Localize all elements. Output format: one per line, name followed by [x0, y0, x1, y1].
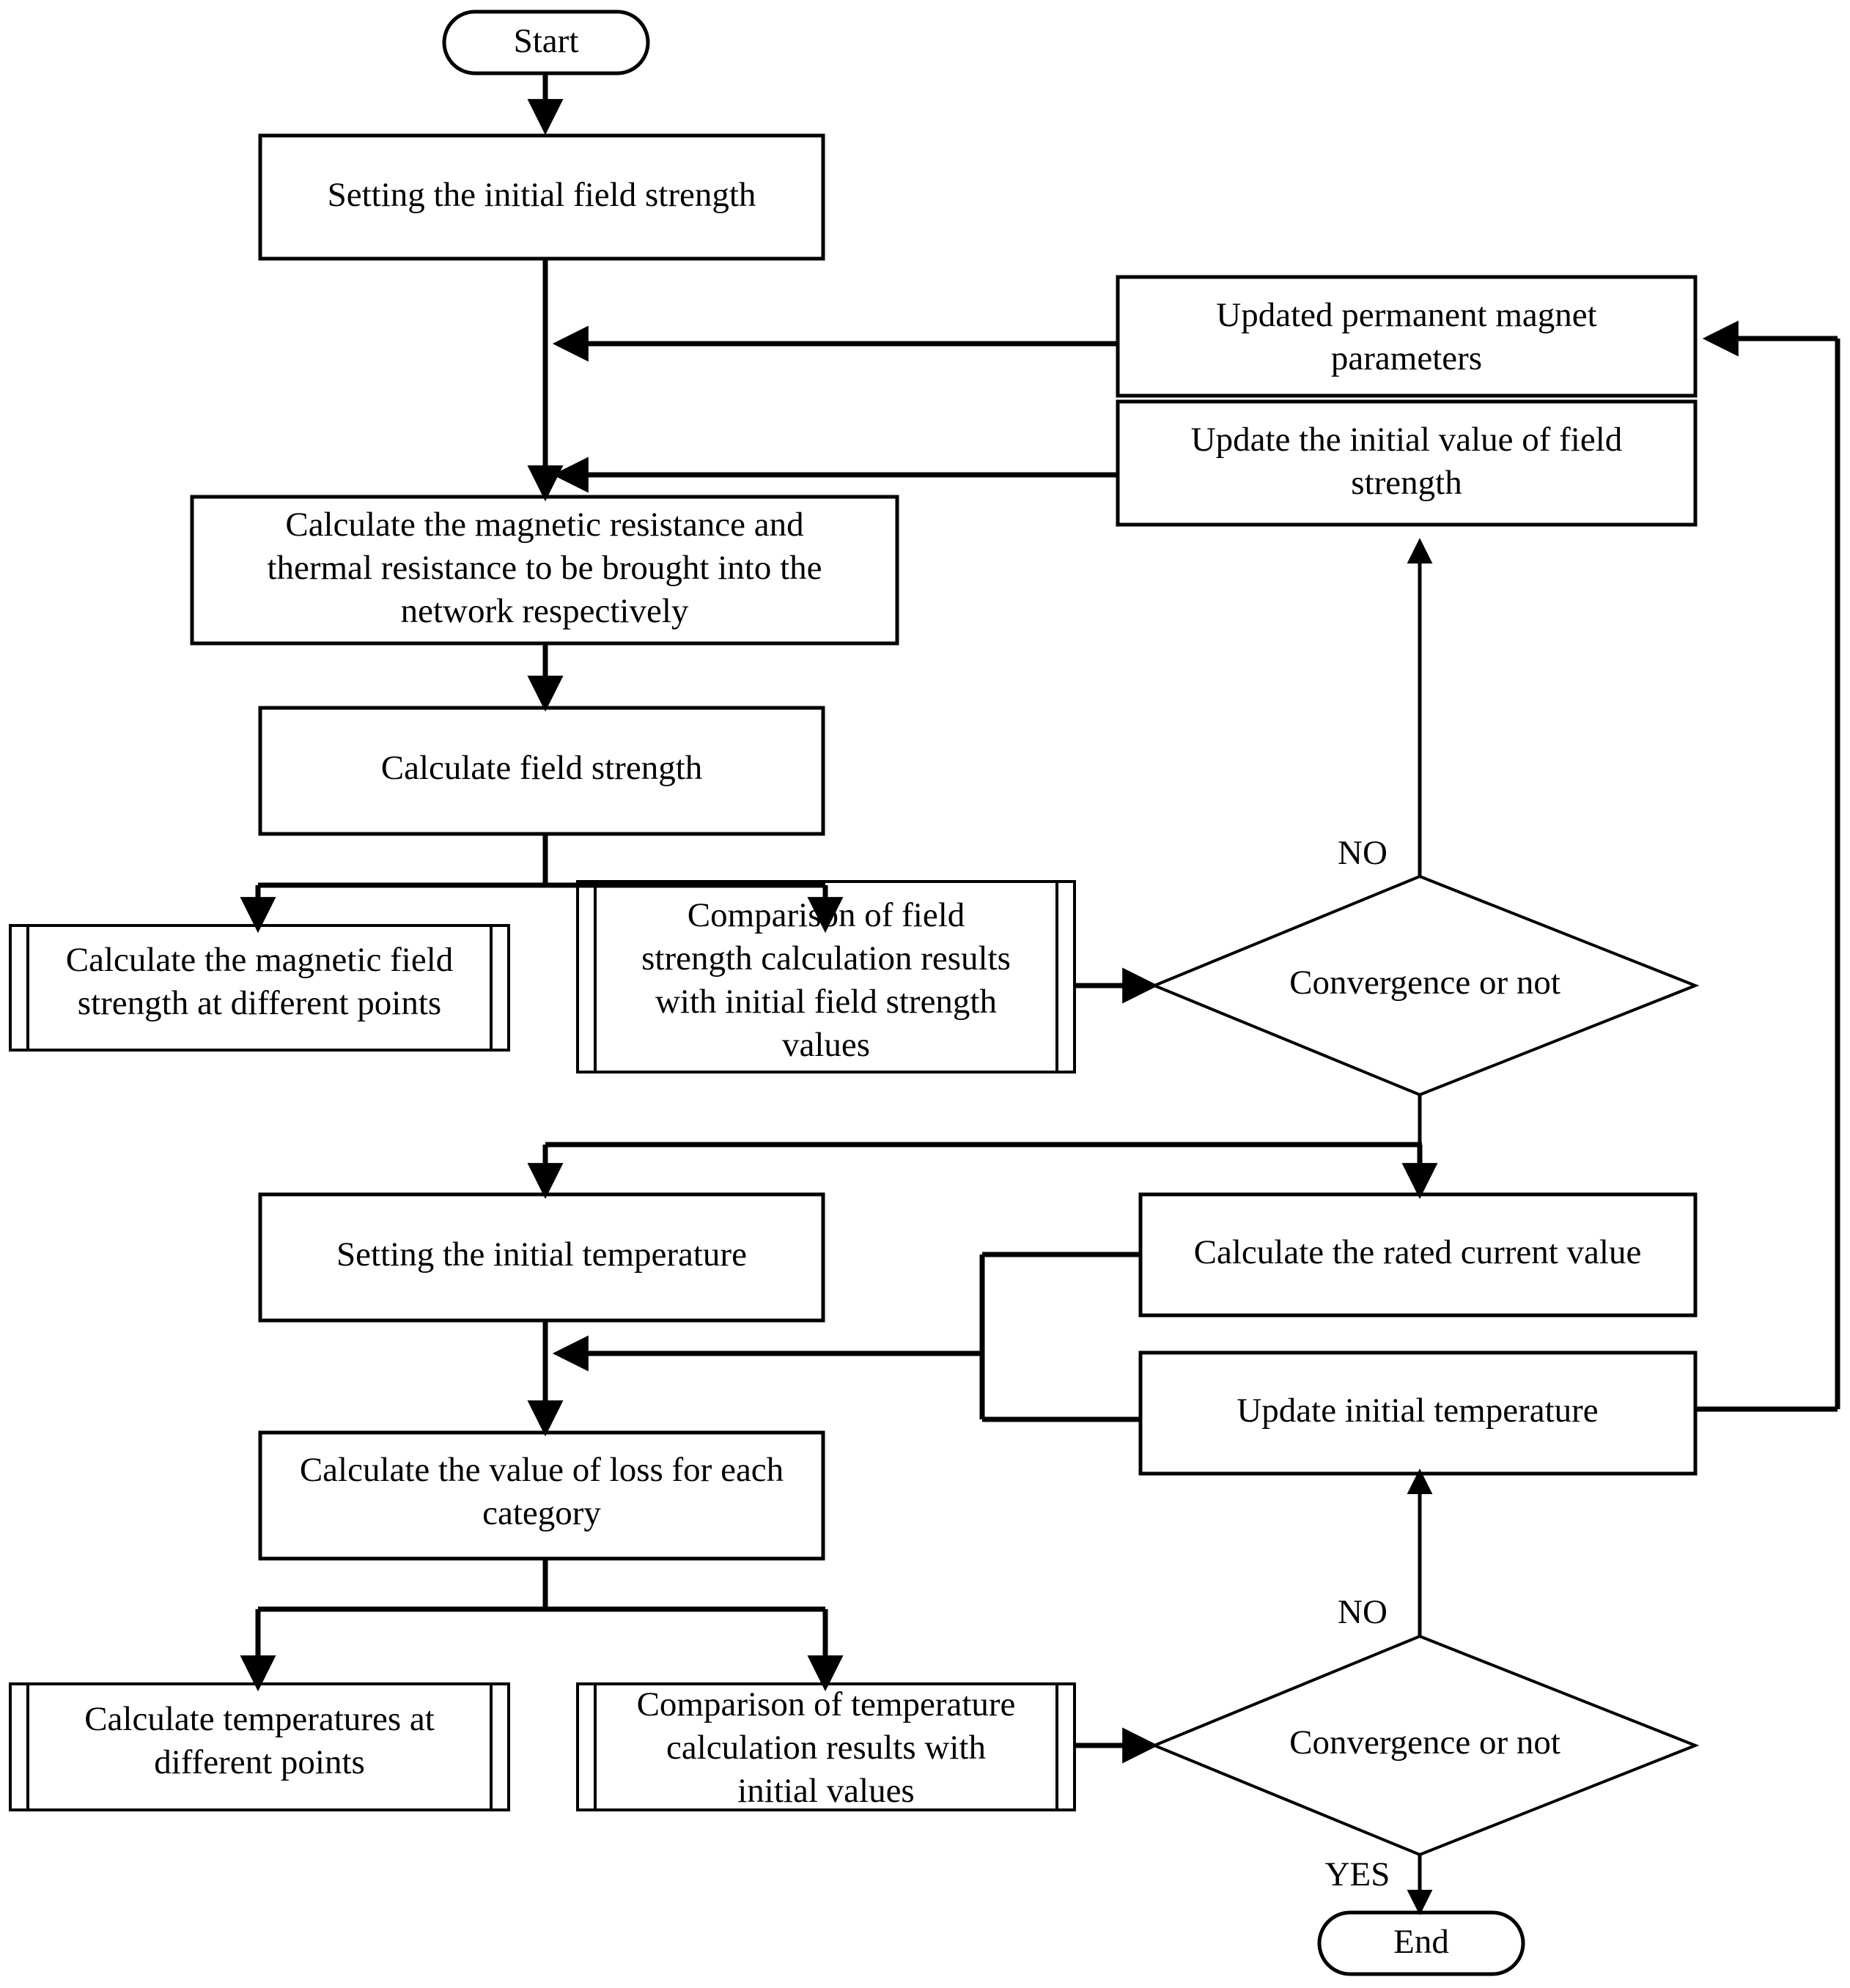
edge-label-field-no: NO: [1338, 834, 1388, 872]
node-updated-pm-params-label-1: Updated permanent magnet: [1216, 296, 1596, 334]
node-end[interactable]: [1317, 1910, 1525, 1976]
node-calc-resistance-label-2: thermal resistance to be brought into th…: [267, 549, 822, 587]
node-calc-resistance-label-3: network respectively: [401, 592, 689, 630]
node-decision-temp[interactable]: [1150, 1634, 1700, 1857]
node-calc-loss-label-1: Calculate the value of loss for each: [300, 1451, 784, 1489]
node-calc-loss-label-2: category: [482, 1494, 601, 1532]
node-update-initial-temp[interactable]: [1138, 1350, 1698, 1476]
node-calc-rated-current-label: Calculate the rated current value: [1194, 1233, 1642, 1271]
node-update-initial-temp-label: Update initial temperature: [1237, 1392, 1598, 1430]
node-calc-field-points-label-1: Calculate the magnetic field: [66, 941, 454, 979]
node-set-initial-field[interactable]: [258, 133, 825, 261]
node-updated-pm-params[interactable]: [1116, 275, 1698, 398]
node-updated-pm-params-label-2: parameters: [1331, 339, 1482, 377]
node-calc-rated-current[interactable]: [1138, 1192, 1698, 1318]
node-update-initial-field-label-2: strength: [1351, 464, 1462, 502]
node-compare-temp-label-2: calculation results with: [666, 1729, 986, 1767]
node-set-initial-temp-label: Setting the initial temperature: [336, 1235, 747, 1274]
node-start[interactable]: [442, 10, 650, 75]
node-compare-field-label-2: strength calculation results: [641, 939, 1011, 978]
node-compare-field-label-1: Comparison of field: [688, 896, 965, 934]
node-calc-resistance[interactable]: [190, 495, 899, 646]
edge-label-temp-no: NO: [1338, 1593, 1388, 1631]
node-calc-field-points[interactable]: [9, 924, 510, 1052]
node-compare-field[interactable]: [576, 880, 1076, 1074]
node-compare-field-label-3: with initial field strength: [655, 983, 997, 1021]
node-calc-temp-points[interactable]: [9, 1682, 510, 1811]
node-set-initial-temp[interactable]: [258, 1192, 825, 1323]
node-calc-field-points-label-2: strength at different points: [78, 984, 441, 1022]
node-calc-loss[interactable]: [258, 1430, 825, 1561]
node-calc-temp-points-label-1: Calculate temperatures at: [84, 1700, 435, 1738]
node-update-initial-field-label-1: Update the initial value of field: [1191, 421, 1623, 459]
node-compare-field-label-4: values: [782, 1026, 870, 1064]
node-decision-temp-label: Convergence or not: [1289, 1723, 1560, 1762]
node-decision-field[interactable]: [1150, 874, 1700, 1097]
edge-label-temp-yes: YES: [1325, 1855, 1390, 1893]
node-compare-temp-label-3: initial values: [737, 1772, 914, 1810]
node-start-label: Start: [514, 22, 579, 60]
node-end-label: End: [1393, 1923, 1449, 1961]
node-set-initial-field-label: Setting the initial field strength: [328, 176, 756, 214]
node-compare-temp[interactable]: [576, 1682, 1076, 1811]
node-calc-field-strength-label: Calculate field strength: [381, 749, 703, 787]
node-decision-field-label: Convergence or not: [1289, 964, 1560, 1002]
node-calc-temp-points-label-2: different points: [154, 1743, 365, 1781]
node-calc-resistance-label-1: Calculate the magnetic resistance and: [285, 506, 803, 544]
node-update-initial-field[interactable]: [1116, 399, 1698, 527]
node-compare-temp-label-1: Comparison of temperature: [637, 1685, 1016, 1723]
node-calc-field-strength[interactable]: [258, 706, 825, 836]
